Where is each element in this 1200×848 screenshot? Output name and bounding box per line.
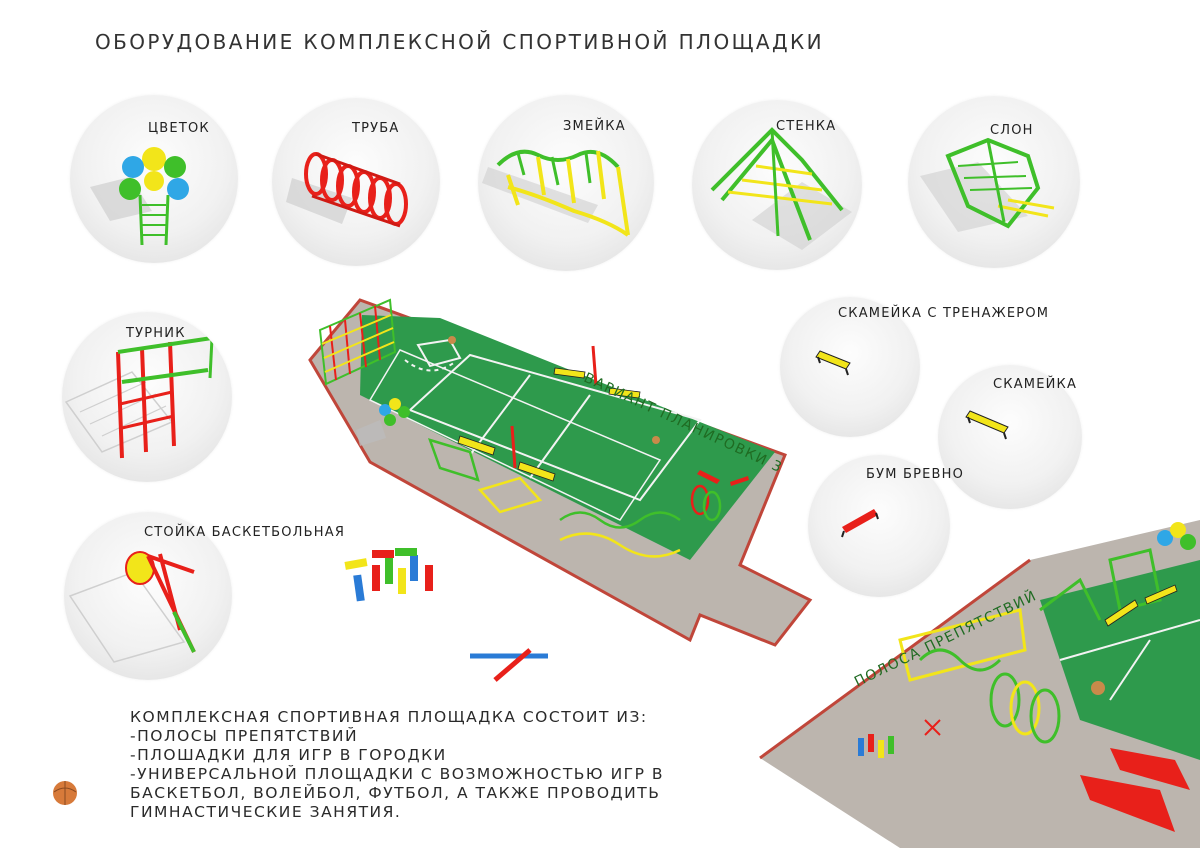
- equipment-circle-bar: [62, 312, 232, 482]
- label-bench: СКАМЕЙКА: [993, 377, 1078, 392]
- pipe-illustration: [286, 152, 408, 228]
- equipment-circle-wall: [692, 100, 862, 270]
- equipment-circle-basketball-stand: [64, 512, 232, 680]
- label-variant-plan: ВАРИАНТ ПЛАНИРОВКИ 3: [581, 370, 786, 477]
- description-item: -УНИВЕРСАЛЬНОЙ ПЛОЩАДКИ С ВОЗМОЖНОСТЬЮ И…: [130, 765, 665, 783]
- plan-ground: [310, 300, 810, 645]
- ball-icon: [53, 781, 77, 805]
- elephant-illustration: [920, 137, 1055, 232]
- label-flower: ЦВЕТОК: [148, 121, 210, 136]
- description-heading: КОМПЛЕКСНАЯ СПОРТИВНАЯ ПЛОЩАДКА СОСТОИТ …: [130, 708, 648, 726]
- description-item: -ПОЛОСЫ ПРЕПЯТСТВИЙ: [130, 727, 359, 745]
- obstacle-field: [1040, 560, 1200, 760]
- bats: [470, 648, 548, 682]
- snake-illustration: [482, 149, 630, 237]
- label-elephant: СЛОН: [990, 123, 1034, 138]
- label-bar: ТУРНИК: [126, 326, 186, 341]
- page-title: ОБОРУДОВАНИЕ КОМПЛЕКСНОЙ СПОРТИВНОЙ ПЛОЩ…: [95, 30, 824, 54]
- equipment-circle-bench: [938, 365, 1082, 509]
- label-bench-trainer: СКАМЕЙКА С ТРЕНАЖЕРОМ: [838, 306, 1050, 321]
- description-block: КОМПЛЕКСНАЯ СПОРТИВНАЯ ПЛОЩАДКА СОСТОИТ …: [130, 708, 664, 822]
- label-obstacle-course: ПОЛОСА ПРЕПЯТСТВИЙ: [852, 587, 1040, 691]
- basketball-stand-illustration: [68, 551, 196, 663]
- label-boom-log: БУМ БРЕВНО: [866, 467, 965, 482]
- label-pipe: ТРУБА: [352, 121, 400, 136]
- equipment-circle-pipe: [272, 98, 440, 266]
- flower-illustration: [90, 147, 189, 246]
- description-item: -ПЛОШАДКИ ДЛЯ ИГР В ГОРОДКИ: [130, 746, 447, 764]
- bench-illustration: [965, 410, 1009, 440]
- equipment-circle-flower: [70, 95, 238, 263]
- label-snake: ЗМЕЙКА: [563, 119, 626, 134]
- description-item: ГИМНАСТИЧЕСКИЕ ЗАНЯТИЯ.: [130, 803, 402, 821]
- wall-illustration: [710, 127, 852, 250]
- equipment-circle-snake: [478, 95, 654, 271]
- label-basketball-stand: СТОЙКА БАСКЕТБОЛЬНАЯ: [144, 525, 346, 540]
- bar-illustration: [64, 336, 214, 459]
- description-item: БАСКЕТБОЛ, ВОЛЕЙБОЛ, ФУТБОЛ, А ТАКЖЕ ПРО…: [130, 784, 661, 802]
- gorodki-pieces: [344, 548, 433, 602]
- label-wall: СТЕНКА: [776, 119, 837, 134]
- bench-trainer-illustration: [815, 350, 851, 376]
- equipment-circle-elephant: [908, 96, 1080, 268]
